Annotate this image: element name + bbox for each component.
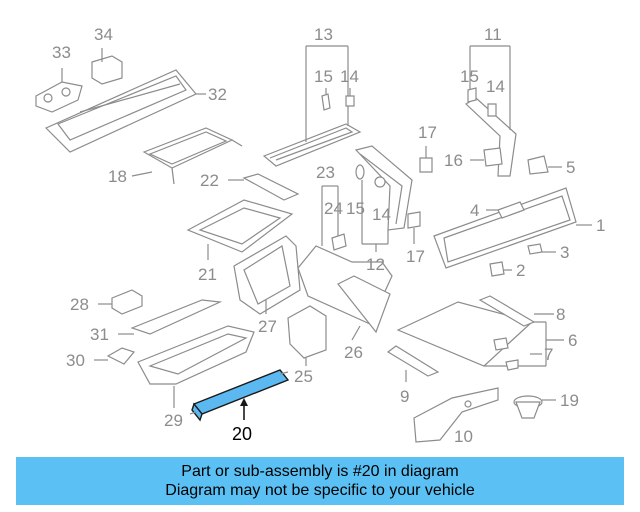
part-15-clip[interactable] xyxy=(321,88,331,111)
part-20-highlighted[interactable] xyxy=(189,369,290,422)
part-31-panel[interactable] xyxy=(118,299,223,335)
part-10-wheelhouse[interactable] xyxy=(413,387,499,443)
part-22-strip[interactable] xyxy=(228,173,300,201)
callout-18: 18 xyxy=(108,167,127,186)
part-24-clip[interactable] xyxy=(331,233,347,251)
part-25-cover[interactable] xyxy=(287,305,327,366)
callout-32: 32 xyxy=(208,85,227,104)
part-26-panel[interactable] xyxy=(337,275,391,341)
part-14b-clip[interactable] xyxy=(487,103,497,117)
callout-15a: 15 xyxy=(314,67,333,86)
callout-5: 5 xyxy=(566,158,575,177)
banner-line-1: Part or sub-assembly is #20 in diagram xyxy=(181,463,459,480)
callout-labels: 34 33 32 18 22 21 13 15 14 11 15 14 17 1… xyxy=(52,25,605,446)
callout-20: 20 xyxy=(232,424,252,444)
callout-11: 11 xyxy=(484,25,502,44)
part-15c-clip[interactable] xyxy=(355,164,365,180)
callout-3: 3 xyxy=(560,243,569,262)
callout-17b: 17 xyxy=(406,247,425,266)
info-banner: Part or sub-assembly is #20 in diagram D… xyxy=(16,457,624,505)
callout-2: 2 xyxy=(516,261,525,280)
callout-27: 27 xyxy=(258,317,277,336)
part-8-strip[interactable] xyxy=(478,295,554,327)
part-9-strip[interactable] xyxy=(386,345,440,382)
part-14-clip[interactable] xyxy=(345,88,355,107)
part-21-floor-cover[interactable] xyxy=(186,199,294,260)
callout-22: 22 xyxy=(200,171,219,190)
callout-34: 34 xyxy=(94,25,113,44)
callout-24: 24 xyxy=(324,199,343,218)
callout-21: 21 xyxy=(198,265,217,284)
part-33-bracket[interactable] xyxy=(35,68,83,113)
callout-33: 33 xyxy=(52,43,71,62)
callout-25: 25 xyxy=(294,367,313,386)
callout-1: 1 xyxy=(596,216,605,235)
callout-10: 10 xyxy=(454,427,473,446)
part-13-sill-trim[interactable] xyxy=(262,45,362,167)
part-12-quarter-trim[interactable] xyxy=(354,145,413,252)
callout-14b: 14 xyxy=(486,77,505,96)
callout-19: 19 xyxy=(560,391,579,410)
part-15b-clip[interactable] xyxy=(467,87,477,103)
part-30-holder[interactable] xyxy=(94,347,136,365)
callout-14c: 14 xyxy=(372,205,391,224)
callout-16: 16 xyxy=(444,151,463,170)
callout-14a: 14 xyxy=(340,67,359,86)
part-17b-clip[interactable] xyxy=(407,211,421,244)
callout-31: 31 xyxy=(90,325,109,344)
part-4-handle[interactable] xyxy=(486,201,525,219)
part-16-bracket[interactable] xyxy=(470,147,503,167)
banner-line-2: Diagram may not be specific to your vehi… xyxy=(165,482,475,499)
callout-7: 7 xyxy=(544,345,553,364)
callout-8: 8 xyxy=(556,305,565,324)
part-14c-clip[interactable] xyxy=(374,176,386,188)
callout-28: 28 xyxy=(70,295,89,314)
part-27-side-panel[interactable] xyxy=(233,235,301,315)
part-32-tonneau-frame[interactable] xyxy=(44,69,206,153)
part-29-floor-carpet[interactable] xyxy=(137,325,255,408)
part-5-cap[interactable] xyxy=(527,155,562,175)
callout-29: 29 xyxy=(164,411,183,430)
callout-13: 13 xyxy=(314,25,333,44)
part-7-clip[interactable] xyxy=(493,337,542,371)
callout-15b: 15 xyxy=(460,67,479,86)
callout-6: 6 xyxy=(568,331,577,350)
part-3-clip[interactable] xyxy=(527,243,556,255)
callout-26: 26 xyxy=(344,343,363,362)
callout-12: 12 xyxy=(366,255,385,274)
callout-17a: 17 xyxy=(418,123,437,142)
parts-diagram: 34 33 32 18 22 21 13 15 14 11 15 14 17 1… xyxy=(35,25,605,446)
part-17a-clip[interactable] xyxy=(419,146,433,173)
part-6-cargo-floor[interactable] xyxy=(396,301,564,367)
part-19-plug[interactable] xyxy=(513,395,556,419)
part-34-module[interactable] xyxy=(91,48,123,85)
callout-15c: 15 xyxy=(346,199,365,218)
part-2-clip[interactable] xyxy=(489,261,512,277)
callout-4: 4 xyxy=(470,201,479,220)
callout-9: 9 xyxy=(400,387,409,406)
callout-23: 23 xyxy=(316,163,335,182)
callout-30: 30 xyxy=(66,351,85,370)
part-28-box[interactable] xyxy=(98,289,143,315)
part-18-tray[interactable] xyxy=(131,127,243,185)
